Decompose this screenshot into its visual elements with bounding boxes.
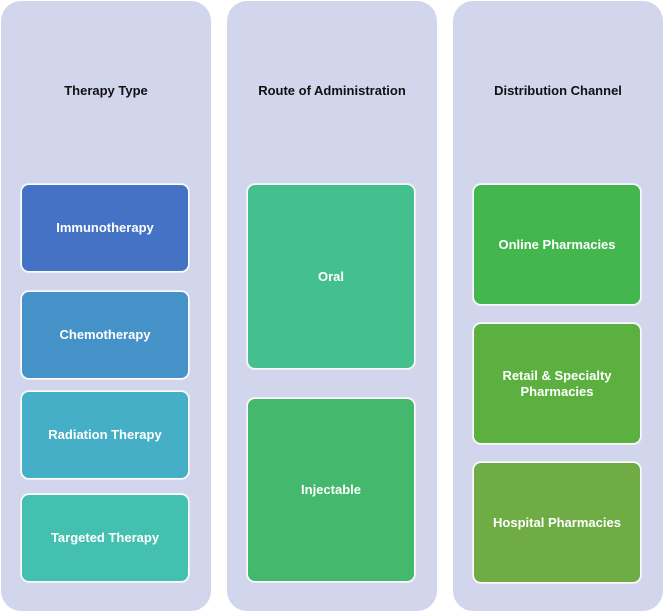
- box-retail-specialty-pharmacies: Retail & Specialty Pharmacies: [473, 323, 641, 444]
- box-chemotherapy: Chemotherapy: [21, 291, 189, 379]
- box-oral: Oral: [247, 184, 415, 369]
- box-radiation-therapy: Radiation Therapy: [21, 391, 189, 479]
- column-title: Distribution Channel: [494, 83, 622, 98]
- box-online-pharmacies: Online Pharmacies: [473, 184, 641, 305]
- column-route-of-administration: Route of Administration Oral Injectable: [227, 1, 437, 611]
- box-hospital-pharmacies: Hospital Pharmacies: [473, 462, 641, 583]
- column-distribution-channel: Distribution Channel Online Pharmacies R…: [453, 1, 663, 611]
- box-immunotherapy: Immunotherapy: [21, 184, 189, 272]
- column-title: Route of Administration: [258, 83, 406, 98]
- box-targeted-therapy: Targeted Therapy: [21, 494, 189, 582]
- box-injectable: Injectable: [247, 398, 415, 582]
- column-therapy-type: Therapy Type Immunotherapy Chemotherapy …: [1, 1, 211, 611]
- column-title: Therapy Type: [64, 83, 148, 98]
